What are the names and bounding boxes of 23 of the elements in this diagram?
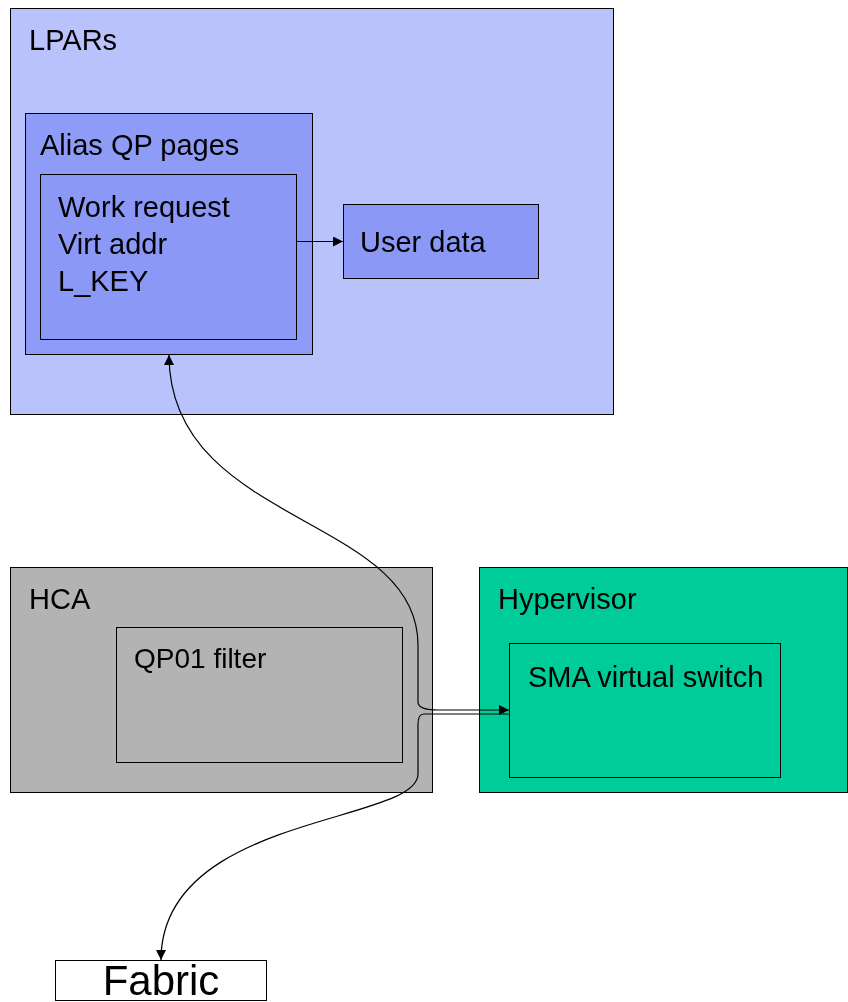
group-panel bbox=[10, 8, 614, 415]
node-label: Alias QP pages bbox=[40, 128, 240, 162]
process-box bbox=[40, 174, 297, 340]
node-label: LPARs bbox=[29, 23, 118, 57]
process-box bbox=[116, 627, 403, 763]
node-label: QP01 filter bbox=[134, 642, 267, 676]
process-box bbox=[343, 204, 539, 279]
node-label: Work request bbox=[58, 190, 230, 225]
node-label: Fabric bbox=[102, 960, 220, 1001]
group-panel bbox=[479, 567, 848, 793]
node-label: Virt addr bbox=[58, 227, 168, 262]
group-panel bbox=[25, 113, 313, 355]
arrow bbox=[157, 713, 510, 961]
arrow bbox=[165, 354, 510, 715]
node-label: SMA virtual switch bbox=[528, 660, 764, 695]
node-label: L_KEY bbox=[58, 264, 149, 299]
group-panel bbox=[10, 567, 433, 793]
node-label: User data bbox=[360, 224, 486, 259]
node-label: HCA bbox=[29, 582, 91, 616]
node-label: Hypervisor bbox=[498, 582, 637, 616]
process-box bbox=[55, 960, 267, 1001]
process-box bbox=[509, 643, 781, 778]
arrow bbox=[296, 236, 344, 247]
